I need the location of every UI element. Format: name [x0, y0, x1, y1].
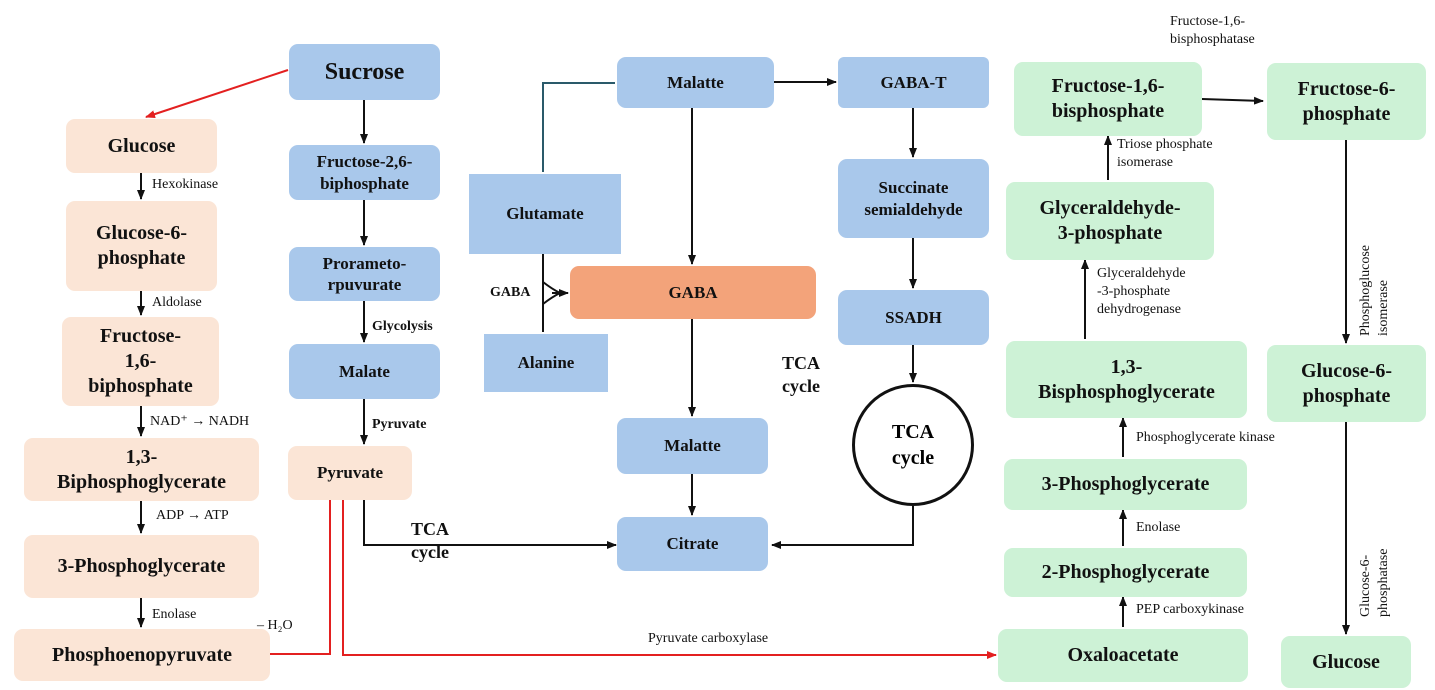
node-3-phosphoglycerate-right: 3-Phosphoglycerate: [1004, 459, 1247, 510]
node-fructose-1-6-bisphosphate: Fructose-1,6- bisphosphate: [1014, 62, 1202, 136]
label-hexokinase: Hexokinase: [152, 177, 219, 192]
node-oxaloacetate: Oxaloacetate: [998, 629, 1248, 682]
label-nad-nadh: NAD⁺ → NADH: [150, 414, 250, 429]
label-pyruvate-step: Pyruvate: [372, 417, 427, 432]
node-gaba-t: GABA-T: [838, 57, 989, 108]
arrow-sucrose-glucose: [145, 69, 289, 118]
label-gaba-small: GABA: [490, 285, 531, 300]
arrow-pyruvate-oxaloacetate: [342, 474, 997, 659]
label-adp-atp: ADP → ATP: [156, 508, 229, 523]
node-fructose-1-6-biphosphate: Fructose- 1,6- biphosphate: [62, 317, 219, 406]
node-tca-cycle-circle: TCA cycle: [852, 384, 974, 506]
label-enolase-right: Enolase: [1136, 520, 1181, 535]
node-glyceraldehyde-3-phosphate: Glyceraldehyde- 3-phosphate: [1006, 182, 1214, 260]
node-alanine: Alanine: [484, 334, 608, 392]
label-tca-cycle-right: TCA cycle: [782, 353, 821, 397]
label-glycolysis: Glycolysis: [372, 319, 433, 334]
node-malatte-bottom: Malatte: [617, 418, 768, 474]
node-succinate-semialdehyde: Succinate semialdehyde: [838, 159, 989, 238]
node-2-phosphoglycerate: 2-Phosphoglycerate: [1004, 548, 1247, 597]
label-phosphoglycerate-kinase: Phosphoglycerate kinase: [1136, 430, 1275, 445]
label-pep-carboxykinase: PEP carboxykinase: [1136, 602, 1244, 617]
label-phosphoglucose-isomerase: Phosphoglucose isomerase: [1358, 245, 1392, 336]
node-1-3-bisphosphoglycerate: 1,3- Bisphosphoglycerate: [1006, 341, 1247, 418]
node-citrate: Citrate: [617, 517, 768, 571]
label-tca-cycle-middle: TCA cycle: [411, 519, 450, 563]
node-prorameto-rpuvurate: Prorameto- rpuvurate: [289, 247, 440, 301]
label-triose-phosphate-isomerase: Triose phosphate isomerase: [1117, 137, 1213, 171]
node-gaba: GABA: [570, 266, 816, 319]
node-glucose-6-phosphate-right: Glucose-6- phosphate: [1267, 345, 1426, 422]
node-fructose-2-6-biphosphate: Fructose-2,6- biphosphate: [289, 145, 440, 200]
node-glucose-6-phosphate: Glucose-6- phosphate: [66, 201, 217, 291]
arrow-tca-citrate: [771, 506, 914, 549]
label-aldolase: Aldolase: [152, 295, 202, 310]
node-glucose: Glucose: [66, 119, 217, 173]
node-malate: Malate: [289, 344, 440, 399]
label-fructose-bisphosphatase: Fructose-1,6- bisphosphatase: [1170, 14, 1255, 48]
label-pyruvate-carboxylase: Pyruvate carboxylase: [648, 631, 769, 646]
arrow-pep-pyruvate: [270, 473, 334, 655]
label-glucose-6-phosphatase: Glucose-6-phosphatase: [1358, 548, 1392, 617]
node-glutamate: Glutamate: [469, 174, 621, 254]
arrow-f16-f6p: [1201, 96, 1264, 105]
node-pyruvate: Pyruvate: [288, 446, 412, 500]
label-enolase-left: Enolase: [152, 607, 197, 622]
label-minus-water: – H₂O: [257, 618, 293, 633]
node-fructose-6-phosphate: Fructose-6- phosphate: [1267, 63, 1426, 140]
node-3-phosphoglycerate-left: 3-Phosphoglycerate: [24, 535, 259, 598]
node-malatte-top: Malatte: [617, 57, 774, 108]
label-g3p-dehydrogenase: Glyceraldehyde -3-phosphate dehydrogenas…: [1097, 266, 1186, 318]
node-sucrose: Sucrose: [289, 44, 440, 100]
node-1-3-biphosphoglycerate: 1,3- Biphosphoglycerate: [24, 438, 259, 501]
node-phosphoenolpyruvate: Phosphoenopyruvate: [14, 629, 270, 681]
node-ssadh: SSADH: [838, 290, 989, 345]
arrow-pyruvate-citrate: [363, 500, 617, 549]
node-glucose-right: Glucose: [1281, 636, 1411, 688]
line-glutamate-malatte: [542, 82, 615, 172]
